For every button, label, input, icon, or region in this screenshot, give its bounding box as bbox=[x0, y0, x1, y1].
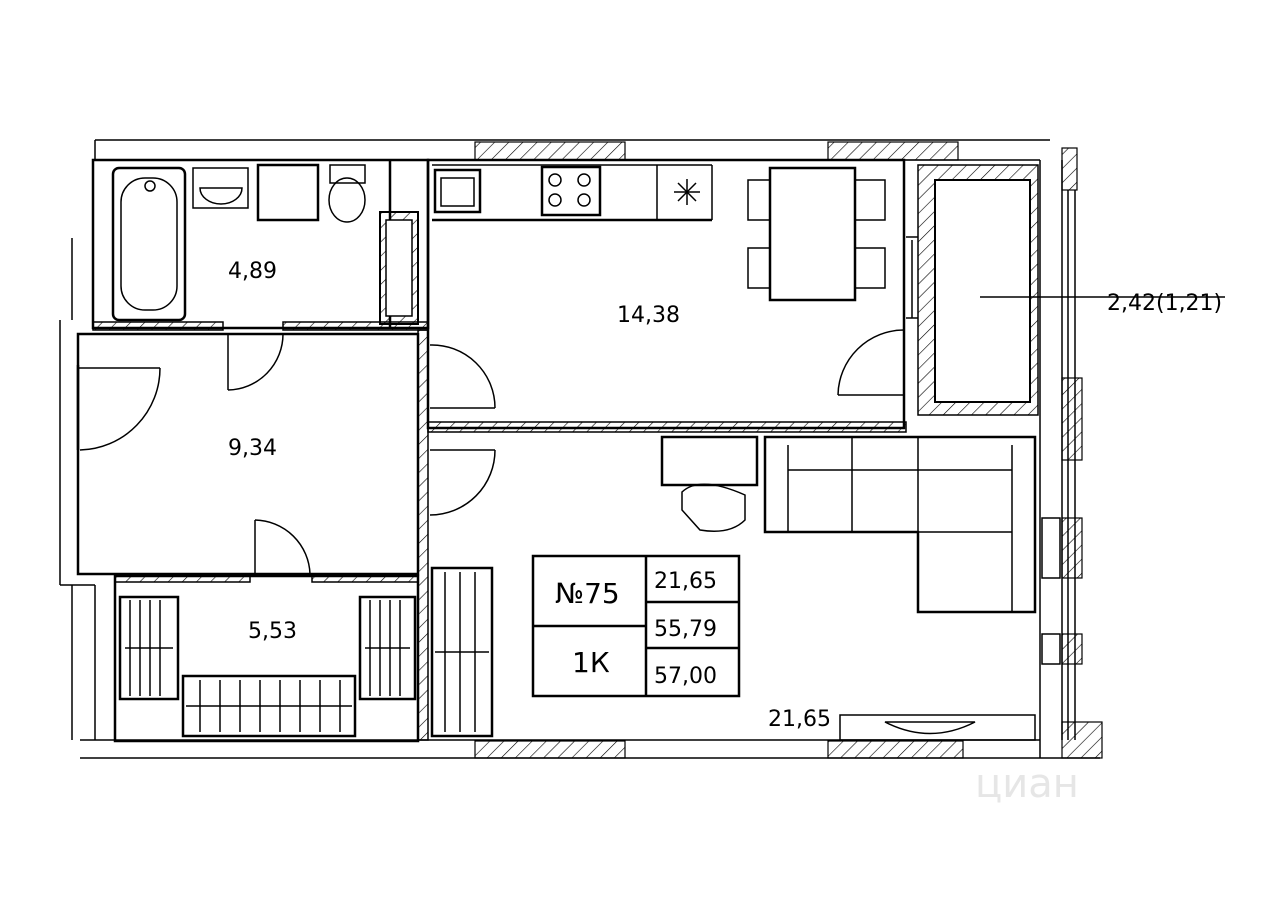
bathroom-fixtures bbox=[111, 163, 419, 325]
doors bbox=[78, 329, 905, 575]
bathroom-area-label: 4,89 bbox=[228, 259, 277, 284]
kitchen-fixtures bbox=[432, 164, 886, 302]
living-fixtures bbox=[660, 435, 1037, 741]
interior-walls bbox=[76, 158, 1039, 743]
kitchen-area-label: 14,38 bbox=[617, 303, 680, 328]
summary-table bbox=[531, 554, 741, 698]
apartment-number: №75 bbox=[555, 577, 620, 610]
wardrobes bbox=[118, 566, 494, 738]
summary-living-area: 21,65 bbox=[654, 569, 717, 594]
living-area-label: 21,65 bbox=[768, 707, 831, 732]
outer-walls bbox=[59, 139, 1103, 759]
watermark-text: циан bbox=[975, 761, 1079, 807]
balcony-area-label: 2,42(1,21) bbox=[1107, 291, 1222, 316]
storage-area-label: 5,53 bbox=[248, 619, 297, 644]
hall-area-label: 9,34 bbox=[228, 436, 277, 461]
summary-total-with-balcony: 57,00 bbox=[654, 664, 717, 689]
summary-total-area: 55,79 bbox=[654, 617, 717, 642]
apartment-type: 1К bbox=[572, 646, 610, 679]
